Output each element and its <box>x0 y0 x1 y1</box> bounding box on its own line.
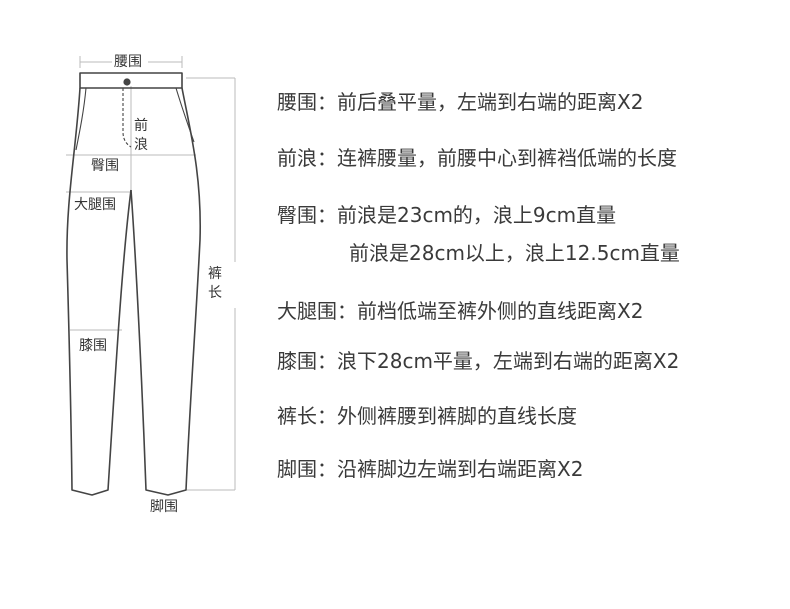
definition-text: 前浪是23cm的，浪上9cm直量 <box>337 203 617 227</box>
colon: ： <box>317 146 337 170</box>
definition-row-leg-opening: 脚围：沿裤脚边左端到右端距离X2 <box>277 455 583 483</box>
definition-row-front-rise: 前浪：连裤腰量，前腰中心到裤裆低端的长度 <box>277 144 677 172</box>
term-label: 臀围 <box>277 203 317 227</box>
pants-outline <box>66 72 202 496</box>
colon: ： <box>337 299 357 323</box>
colon: ： <box>317 404 337 428</box>
definition-text: 浪下28cm平量，左端到右端的距离X2 <box>337 349 680 373</box>
leg-opening-label: 脚围 <box>150 499 178 515</box>
definition-text: 外侧裤腰到裤脚的直线长度 <box>337 404 577 428</box>
term-label: 裤长 <box>277 404 317 428</box>
definition-text: 连裤腰量，前腰中心到裤裆低端的长度 <box>337 146 677 170</box>
waist-measure-line <box>79 56 183 68</box>
pants-diagram: 腰围 前浪 臀围 大腿围 膝围 裤长 脚围 <box>0 0 260 605</box>
term-label: 脚围 <box>277 457 317 481</box>
definition-text: 沿裤脚边左端到右端距离X2 <box>337 457 584 481</box>
definition-row-thigh: 大腿围：前档低端至裤外侧的直线距离X2 <box>277 297 643 325</box>
front-rise-label: 前浪 <box>134 118 148 153</box>
length-label: 裤长 <box>208 266 222 301</box>
term-label: 大腿围 <box>277 299 337 323</box>
colon: ： <box>317 457 337 481</box>
definition-row-hip: 臀围：前浪是23cm的，浪上9cm直量 <box>277 201 616 229</box>
term-label: 膝围 <box>277 349 317 373</box>
waist-label: 腰围 <box>114 54 142 70</box>
definition-row-knee: 膝围：浪下28cm平量，左端到右端的距离X2 <box>277 347 679 375</box>
colon: ： <box>317 349 337 373</box>
pants-illustration <box>66 56 236 496</box>
knee-label: 膝围 <box>79 338 107 354</box>
term-label: 前浪 <box>277 146 317 170</box>
colon: ： <box>317 203 337 227</box>
definition-text: 前后叠平量，左端到右端的距离X2 <box>337 90 644 114</box>
definition-row-length: 裤长：外侧裤腰到裤脚的直线长度 <box>277 402 577 430</box>
definition-row-waist: 腰围：前后叠平量，左端到右端的距离X2 <box>277 88 643 116</box>
length-measure-line <box>186 77 236 491</box>
term-label: 腰围 <box>277 90 317 114</box>
thigh-label: 大腿围 <box>74 197 116 213</box>
definition-text-continued: 前浪是28cm以上，浪上12.5cm直量 <box>349 241 680 265</box>
definition-text: 前档低端至裤外侧的直线距离X2 <box>357 299 644 323</box>
hip-label: 臀围 <box>91 158 119 174</box>
colon: ： <box>317 90 337 114</box>
